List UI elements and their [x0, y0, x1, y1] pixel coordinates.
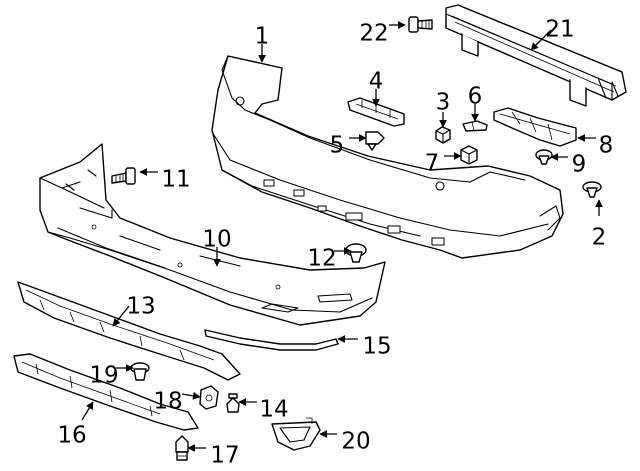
part-18-nut: [199, 385, 219, 410]
part-13-lower-garnish: [17, 281, 241, 381]
part-6-clip: [462, 120, 488, 132]
callout-arrow-16: [81, 401, 94, 421]
callout-label-11: 11: [161, 167, 190, 193]
callout-label-9: 9: [572, 152, 587, 178]
callout-label-2: 2: [592, 225, 607, 251]
part-22-bolt: [408, 16, 433, 33]
callout-label-17: 17: [210, 443, 239, 469]
part-16-lower-diffuser: [13, 353, 199, 431]
callout-label-8: 8: [599, 133, 614, 159]
part-1-bumper-upper-cover: [211, 55, 564, 259]
callout-label-5: 5: [330, 133, 345, 159]
callout-label-19: 19: [89, 363, 118, 389]
part-5-screw: [365, 131, 385, 151]
callout-label-12: 12: [307, 246, 336, 272]
callout-label-6: 6: [468, 84, 483, 110]
part-3-nut: [435, 126, 451, 144]
callout-label-1: 1: [255, 24, 270, 50]
part-12-grommet: [345, 243, 367, 263]
part-21-reinforcement-beam: [445, 4, 627, 107]
part-14-bolt: [226, 393, 240, 413]
callout-label-15: 15: [362, 334, 391, 360]
callout-label-20: 20: [341, 429, 370, 455]
part-7-bolt: [460, 145, 478, 165]
part-19-grommet: [130, 362, 150, 381]
part-20-reflector: [271, 417, 321, 451]
callout-label-21: 21: [545, 17, 574, 43]
callout-label-22: 22: [359, 21, 388, 47]
callout-label-14: 14: [259, 397, 288, 423]
callout-arrow-13: [112, 305, 130, 327]
part-9-clip: [535, 149, 553, 165]
part-2-clip: [582, 181, 602, 198]
callout-arrow-21: [530, 29, 552, 51]
callout-label-18: 18: [153, 389, 182, 415]
part-15-molding-strip: [204, 329, 339, 351]
callout-label-16: 16: [57, 423, 86, 449]
part-17-bolt: [175, 435, 189, 461]
callout-label-3: 3: [436, 90, 451, 116]
part-8-side-bracket: [493, 107, 577, 147]
callout-label-4: 4: [369, 69, 384, 95]
callout-arrow-18: [181, 391, 201, 400]
callout-label-10: 10: [202, 227, 231, 253]
part-11-bolt: [111, 167, 136, 185]
callout-label-13: 13: [126, 294, 155, 320]
part-4-bracket: [347, 97, 405, 127]
callout-label-7: 7: [425, 151, 440, 177]
